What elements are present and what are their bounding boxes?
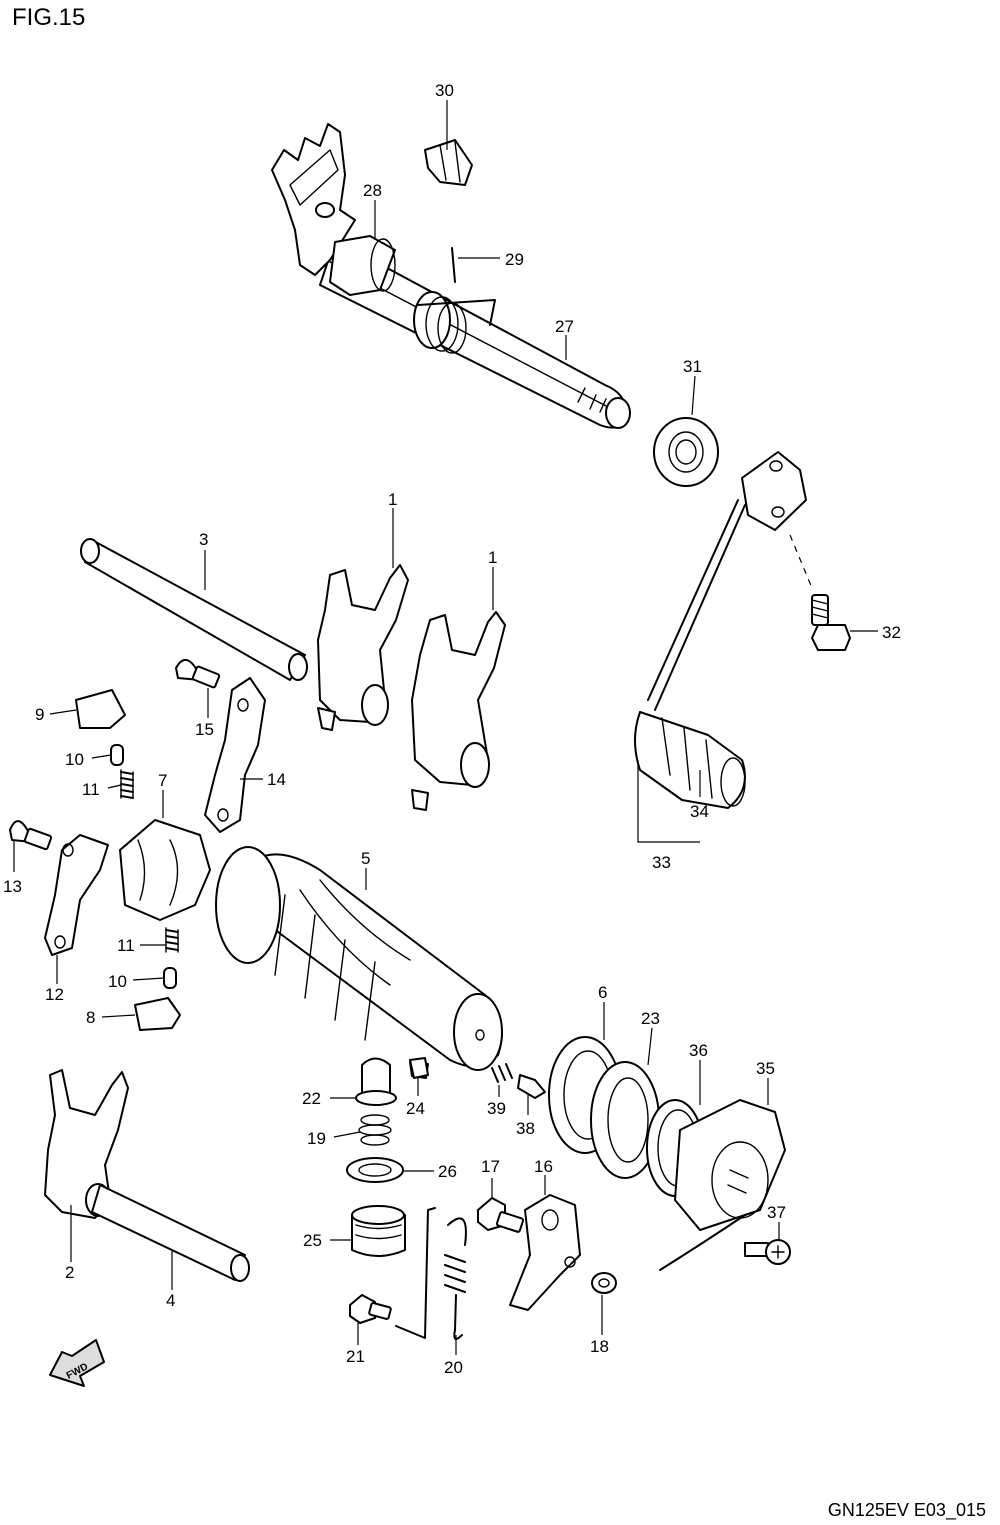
callout-20: 20	[444, 1358, 463, 1377]
callout-14: 14	[267, 770, 286, 789]
callout-15: 15	[195, 720, 214, 739]
stopper-12[interactable]	[44, 834, 109, 956]
screw-37[interactable]	[744, 1239, 791, 1265]
shift-fork-1b[interactable]	[411, 611, 506, 811]
callout-1b: 1	[488, 548, 497, 567]
return-spring-29[interactable]	[413, 247, 496, 354]
gearshift-cam-plate-14[interactable]	[204, 677, 266, 833]
spring-39[interactable]	[491, 1063, 513, 1083]
callout-5: 5	[361, 849, 370, 868]
callout-39: 39	[487, 1099, 506, 1118]
pin-10b[interactable]	[163, 967, 177, 989]
bolt-17[interactable]	[477, 1197, 525, 1233]
spring-11b[interactable]	[165, 927, 179, 953]
screw-13[interactable]	[9, 820, 53, 851]
leader-lines	[13, 100, 878, 1355]
cam-driven-gear-7[interactable]	[119, 819, 211, 921]
callout-37: 37	[767, 1203, 786, 1222]
callout-13: 13	[3, 877, 22, 896]
figure-title: FIG.15	[12, 4, 86, 31]
callout-31: 31	[683, 357, 702, 376]
callout-36: 36	[689, 1041, 708, 1060]
shaft-plug-30[interactable]	[424, 139, 473, 186]
forward-direction-arrow: FWD	[49, 1339, 105, 1387]
plug-25[interactable]	[351, 1205, 406, 1257]
gasket-26[interactable]	[346, 1157, 404, 1183]
callout-32: 32	[882, 623, 901, 642]
gearshift-cam-stopper-16[interactable]	[509, 1194, 581, 1311]
oil-seal-31[interactable]	[653, 417, 719, 487]
callout-3: 3	[199, 530, 208, 549]
stopper-plate-9[interactable]	[75, 689, 126, 729]
shift-arm-28[interactable]	[271, 123, 396, 296]
callout-29: 29	[505, 250, 524, 269]
bolt-21[interactable]	[349, 1294, 392, 1324]
callout-34: 34	[690, 802, 709, 821]
lever-bolt-32[interactable]	[811, 594, 851, 651]
callout-27: 27	[555, 317, 574, 336]
callout-9: 9	[35, 705, 44, 724]
fork-shaft-3[interactable]	[80, 538, 308, 681]
callout-18: 18	[590, 1337, 609, 1356]
callout-7: 7	[158, 771, 167, 790]
callout-1a: 1	[388, 490, 397, 509]
callout-10a: 10	[65, 750, 84, 769]
gear-position-switch-35[interactable]	[659, 1099, 786, 1271]
callout-8: 8	[86, 1008, 95, 1027]
callout-2: 2	[65, 1263, 74, 1282]
callout-19: 19	[307, 1129, 326, 1148]
callout-numbers: 30 28 29 27 31 1 1 3 32 9 15 10 11 7 14 …	[3, 81, 901, 1377]
callout-28: 28	[363, 181, 382, 200]
spring-19[interactable]	[358, 1114, 392, 1146]
pin-10a[interactable]	[110, 744, 124, 766]
washer-18[interactable]	[591, 1272, 617, 1294]
callout-17: 17	[481, 1157, 500, 1176]
callout-24: 24	[406, 1099, 425, 1118]
callout-30: 30	[435, 81, 454, 100]
gearshift-cam-5[interactable]	[215, 846, 503, 1079]
callout-16: 16	[534, 1157, 553, 1176]
callout-38: 38	[516, 1119, 535, 1138]
callout-11a: 11	[82, 780, 100, 799]
callout-26: 26	[438, 1162, 457, 1181]
callout-6: 6	[598, 983, 607, 1002]
callout-25: 25	[303, 1231, 322, 1250]
callout-4: 4	[166, 1291, 175, 1310]
drawing-code: GN125EV E03_015	[827, 1500, 986, 1520]
spring-11a[interactable]	[120, 769, 134, 799]
shift-fork-1a[interactable]	[317, 564, 409, 731]
screw-15[interactable]	[175, 659, 221, 689]
callout-35: 35	[756, 1059, 775, 1078]
callout-10b: 10	[108, 972, 127, 991]
pin-38[interactable]	[517, 1074, 546, 1099]
callout-12: 12	[45, 985, 64, 1004]
callout-33: 33	[652, 853, 671, 872]
stopper-plate-8[interactable]	[134, 997, 181, 1031]
neutral-stopper-22[interactable]	[355, 1057, 397, 1106]
callout-11b: 11	[117, 936, 135, 955]
spring-20[interactable]	[444, 1217, 467, 1340]
fork-shaft-4[interactable]	[91, 1184, 250, 1282]
callout-23: 23	[641, 1009, 660, 1028]
callout-22: 22	[302, 1089, 321, 1108]
pin-24[interactable]	[409, 1057, 429, 1079]
gearshift-lever-33[interactable]	[634, 451, 807, 809]
callout-21: 21	[346, 1347, 365, 1366]
